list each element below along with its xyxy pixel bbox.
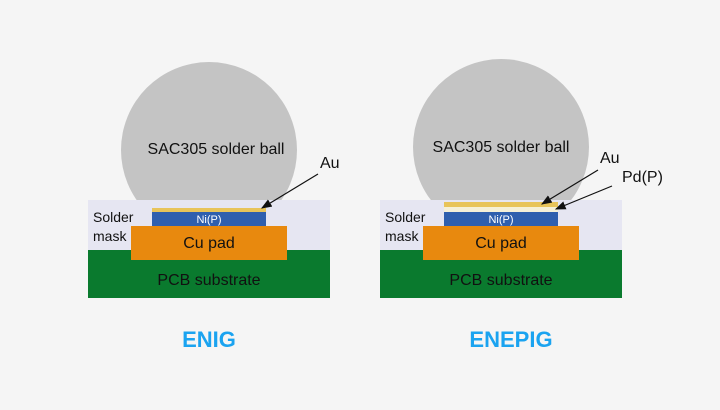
enig-solder-mask-label-2: mask <box>93 228 127 244</box>
enig-cu-pad-label: Cu pad <box>183 235 235 252</box>
enepig-solder-ball-label: SAC305 solder ball <box>433 139 570 156</box>
enepig-cu-pad <box>423 226 579 260</box>
enepig-ni-layer <box>444 212 558 226</box>
enepig-pd-callout-arrow <box>554 185 613 210</box>
enig-ni-layer <box>152 212 266 226</box>
enig-au-callout-label: Au <box>320 155 340 172</box>
enepig-solder-mask-label-2: mask <box>385 228 419 244</box>
enig-au-layer <box>152 208 266 212</box>
enepig-au-callout-arrow <box>540 169 599 205</box>
enepig-pd-callout-label: Pd(P) <box>622 169 663 186</box>
enig-ni-label: Ni(P) <box>196 214 221 226</box>
enepig-pcb-label: PCB substrate <box>449 272 552 289</box>
enig-solder-ball <box>121 62 297 238</box>
enig-caption: ENIG <box>182 327 236 352</box>
enepig-pd-layer <box>444 207 558 212</box>
enig-solder-mask-label-1: Solder <box>93 209 134 225</box>
enepig-solder-mask-label-1: Solder <box>385 209 426 225</box>
enig-au-callout-arrow <box>260 173 319 209</box>
enig-solder-ball-label: SAC305 solder ball <box>148 141 285 158</box>
enepig-au-layer <box>444 202 558 207</box>
enepig-solder-ball <box>413 59 589 235</box>
enig-cu-pad <box>131 226 287 260</box>
enig-diagram: SAC305 solder ball Solder mask Ni(P) Cu … <box>88 62 340 352</box>
enig-pcb-label: PCB substrate <box>157 272 260 289</box>
enepig-caption: ENEPIG <box>469 327 552 352</box>
enepig-cu-pad-label: Cu pad <box>475 235 527 252</box>
enepig-au-callout-label: Au <box>600 150 620 167</box>
enepig-diagram: SAC305 solder ball Solder mask Ni(P) Cu … <box>380 59 663 352</box>
enepig-ni-label: Ni(P) <box>488 214 513 226</box>
